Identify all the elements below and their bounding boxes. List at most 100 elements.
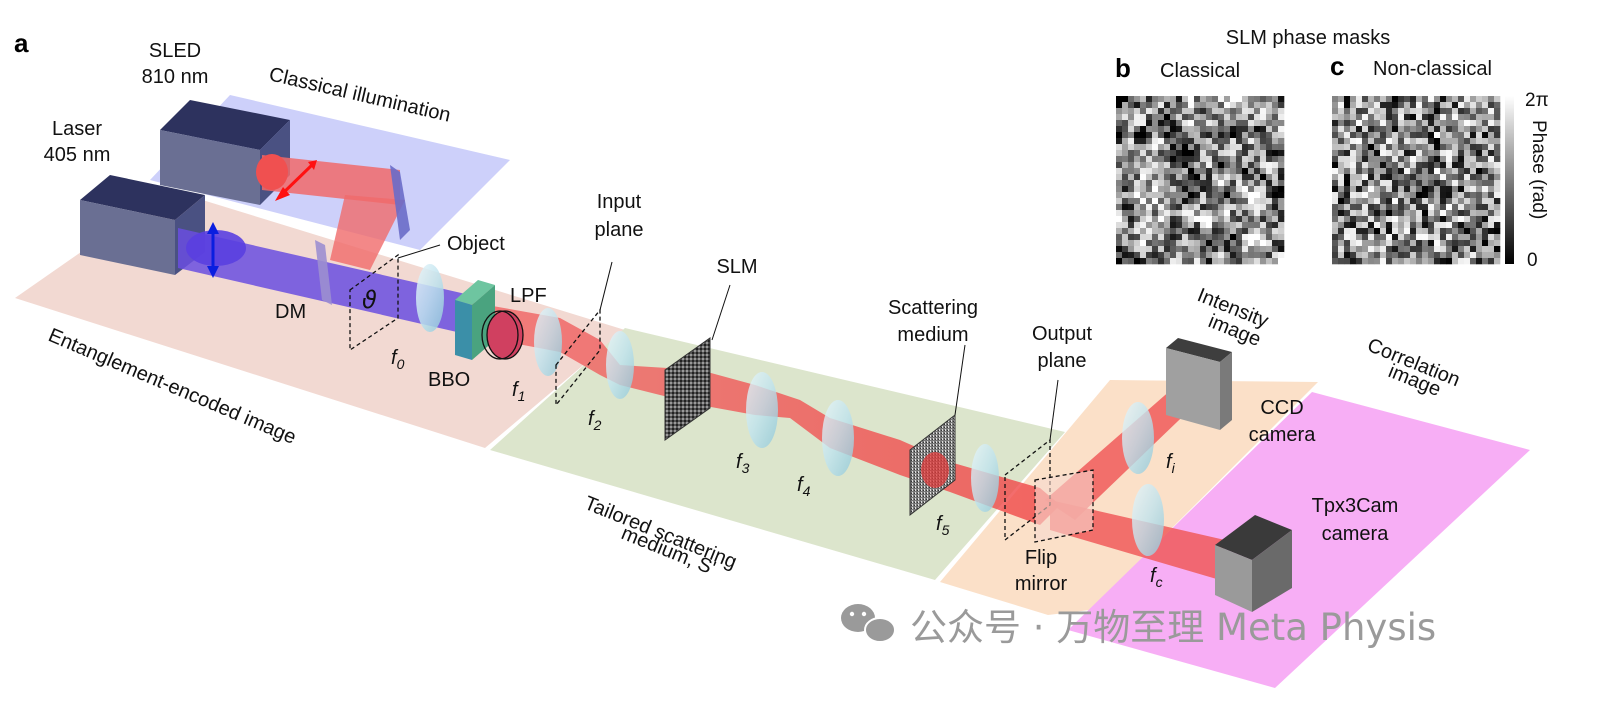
- mask-pixel: [1146, 168, 1153, 175]
- mask-pixel: [1218, 258, 1225, 265]
- mask-pixel: [1134, 252, 1141, 259]
- mask-pixel: [1248, 216, 1255, 223]
- mask-pixel: [1380, 114, 1387, 121]
- mask-pixel: [1344, 210, 1351, 217]
- mask-pixel: [1488, 228, 1495, 235]
- mask-pixel: [1218, 162, 1225, 169]
- mask-pixel: [1230, 252, 1237, 259]
- mask-pixel: [1464, 144, 1471, 151]
- mask-pixel: [1236, 216, 1243, 223]
- mask-pixel: [1452, 174, 1459, 181]
- mask-pixel: [1236, 162, 1243, 169]
- mask-pixel: [1344, 228, 1351, 235]
- mask-pixel: [1152, 252, 1159, 259]
- mask-pixel: [1494, 192, 1501, 199]
- mask-pixel: [1128, 222, 1135, 229]
- mask-pixel: [1458, 168, 1465, 175]
- mask-pixel: [1374, 186, 1381, 193]
- watermark-text: 公众号 · 万物至理 Meta Physis: [910, 606, 1436, 649]
- mask-pixel: [1410, 168, 1417, 175]
- mask-pixel: [1476, 192, 1483, 199]
- mask-pixel: [1278, 240, 1285, 247]
- mask-pixel: [1416, 126, 1423, 133]
- mask-pixel: [1212, 114, 1219, 121]
- mask-pixel: [1434, 102, 1441, 109]
- mask-pixel: [1254, 96, 1261, 103]
- mask-pixel: [1176, 228, 1183, 235]
- mask-pixel: [1356, 258, 1363, 265]
- mask-pixel: [1422, 156, 1429, 163]
- mask-pixel: [1482, 102, 1489, 109]
- mask-pixel: [1224, 234, 1231, 241]
- mask-pixel: [1350, 210, 1357, 217]
- mask-pixel: [1338, 258, 1345, 265]
- mask-pixel: [1428, 216, 1435, 223]
- mask-pixel: [1380, 210, 1387, 217]
- mask-pixel: [1476, 168, 1483, 175]
- mask-pixel: [1464, 234, 1471, 241]
- mask-pixel: [1470, 156, 1477, 163]
- lens-f2-label: f2: [588, 408, 602, 433]
- mask-pixel: [1332, 96, 1339, 103]
- mask-pixel: [1206, 102, 1213, 109]
- mask-pixel: [1182, 138, 1189, 145]
- mask-pixel: [1494, 126, 1501, 133]
- mask-pixel: [1152, 120, 1159, 127]
- mask-pixel: [1182, 234, 1189, 241]
- mask-pixel: [1386, 240, 1393, 247]
- mask-pixel: [1356, 126, 1363, 133]
- mask-pixel: [1266, 192, 1273, 199]
- mask-pixel: [1200, 174, 1207, 181]
- mask-pixel: [1176, 132, 1183, 139]
- mask-pixel: [1464, 186, 1471, 193]
- laser-label: Laser: [52, 118, 102, 140]
- mask-pixel: [1362, 114, 1369, 121]
- mask-pixel: [1482, 132, 1489, 139]
- mask-pixel: [1386, 228, 1393, 235]
- mask-pixel: [1392, 216, 1399, 223]
- mask-pixel: [1158, 222, 1165, 229]
- mask-pixel: [1428, 180, 1435, 187]
- mask-pixel: [1350, 174, 1357, 181]
- mask-pixel: [1158, 126, 1165, 133]
- mask-pixel: [1134, 192, 1141, 199]
- mask-pixel: [1182, 216, 1189, 223]
- mask-pixel: [1140, 210, 1147, 217]
- mask-pixel: [1212, 180, 1219, 187]
- mask-pixel: [1188, 144, 1195, 151]
- mask-pixel: [1140, 258, 1147, 265]
- mask-pixel: [1410, 132, 1417, 139]
- mask-pixel: [1218, 186, 1225, 193]
- mask-pixel: [1488, 198, 1495, 205]
- mask-pixel: [1332, 156, 1339, 163]
- mask-pixel: [1122, 114, 1129, 121]
- mask-pixel: [1218, 156, 1225, 163]
- mask-pixel: [1338, 150, 1345, 157]
- mask-pixel: [1188, 186, 1195, 193]
- mask-pixel: [1416, 150, 1423, 157]
- mask-pixel: [1140, 174, 1147, 181]
- mask-pixel: [1332, 126, 1339, 133]
- mask-pixel: [1200, 180, 1207, 187]
- mask-pixel: [1458, 150, 1465, 157]
- mask-pixel: [1140, 96, 1147, 103]
- mask-pixel: [1440, 156, 1447, 163]
- mask-pixel: [1446, 216, 1453, 223]
- mask-pixel: [1488, 234, 1495, 241]
- mask-pixel: [1254, 126, 1261, 133]
- mask-pixel: [1458, 138, 1465, 145]
- mask-pixel: [1350, 132, 1357, 139]
- mask-pixel: [1140, 144, 1147, 151]
- mask-pixel: [1170, 210, 1177, 217]
- mask-pixel: [1254, 210, 1261, 217]
- mask-pixel: [1428, 168, 1435, 175]
- mask-pixel: [1362, 150, 1369, 157]
- mask-pixel: [1428, 192, 1435, 199]
- mask-pixel: [1230, 180, 1237, 187]
- mask-pixel: [1356, 96, 1363, 103]
- mask-pixel: [1404, 138, 1411, 145]
- mask-pixel: [1470, 186, 1477, 193]
- object-symbol: ϑ: [362, 286, 377, 314]
- mask-pixel: [1152, 138, 1159, 145]
- mask-pixel: [1452, 252, 1459, 259]
